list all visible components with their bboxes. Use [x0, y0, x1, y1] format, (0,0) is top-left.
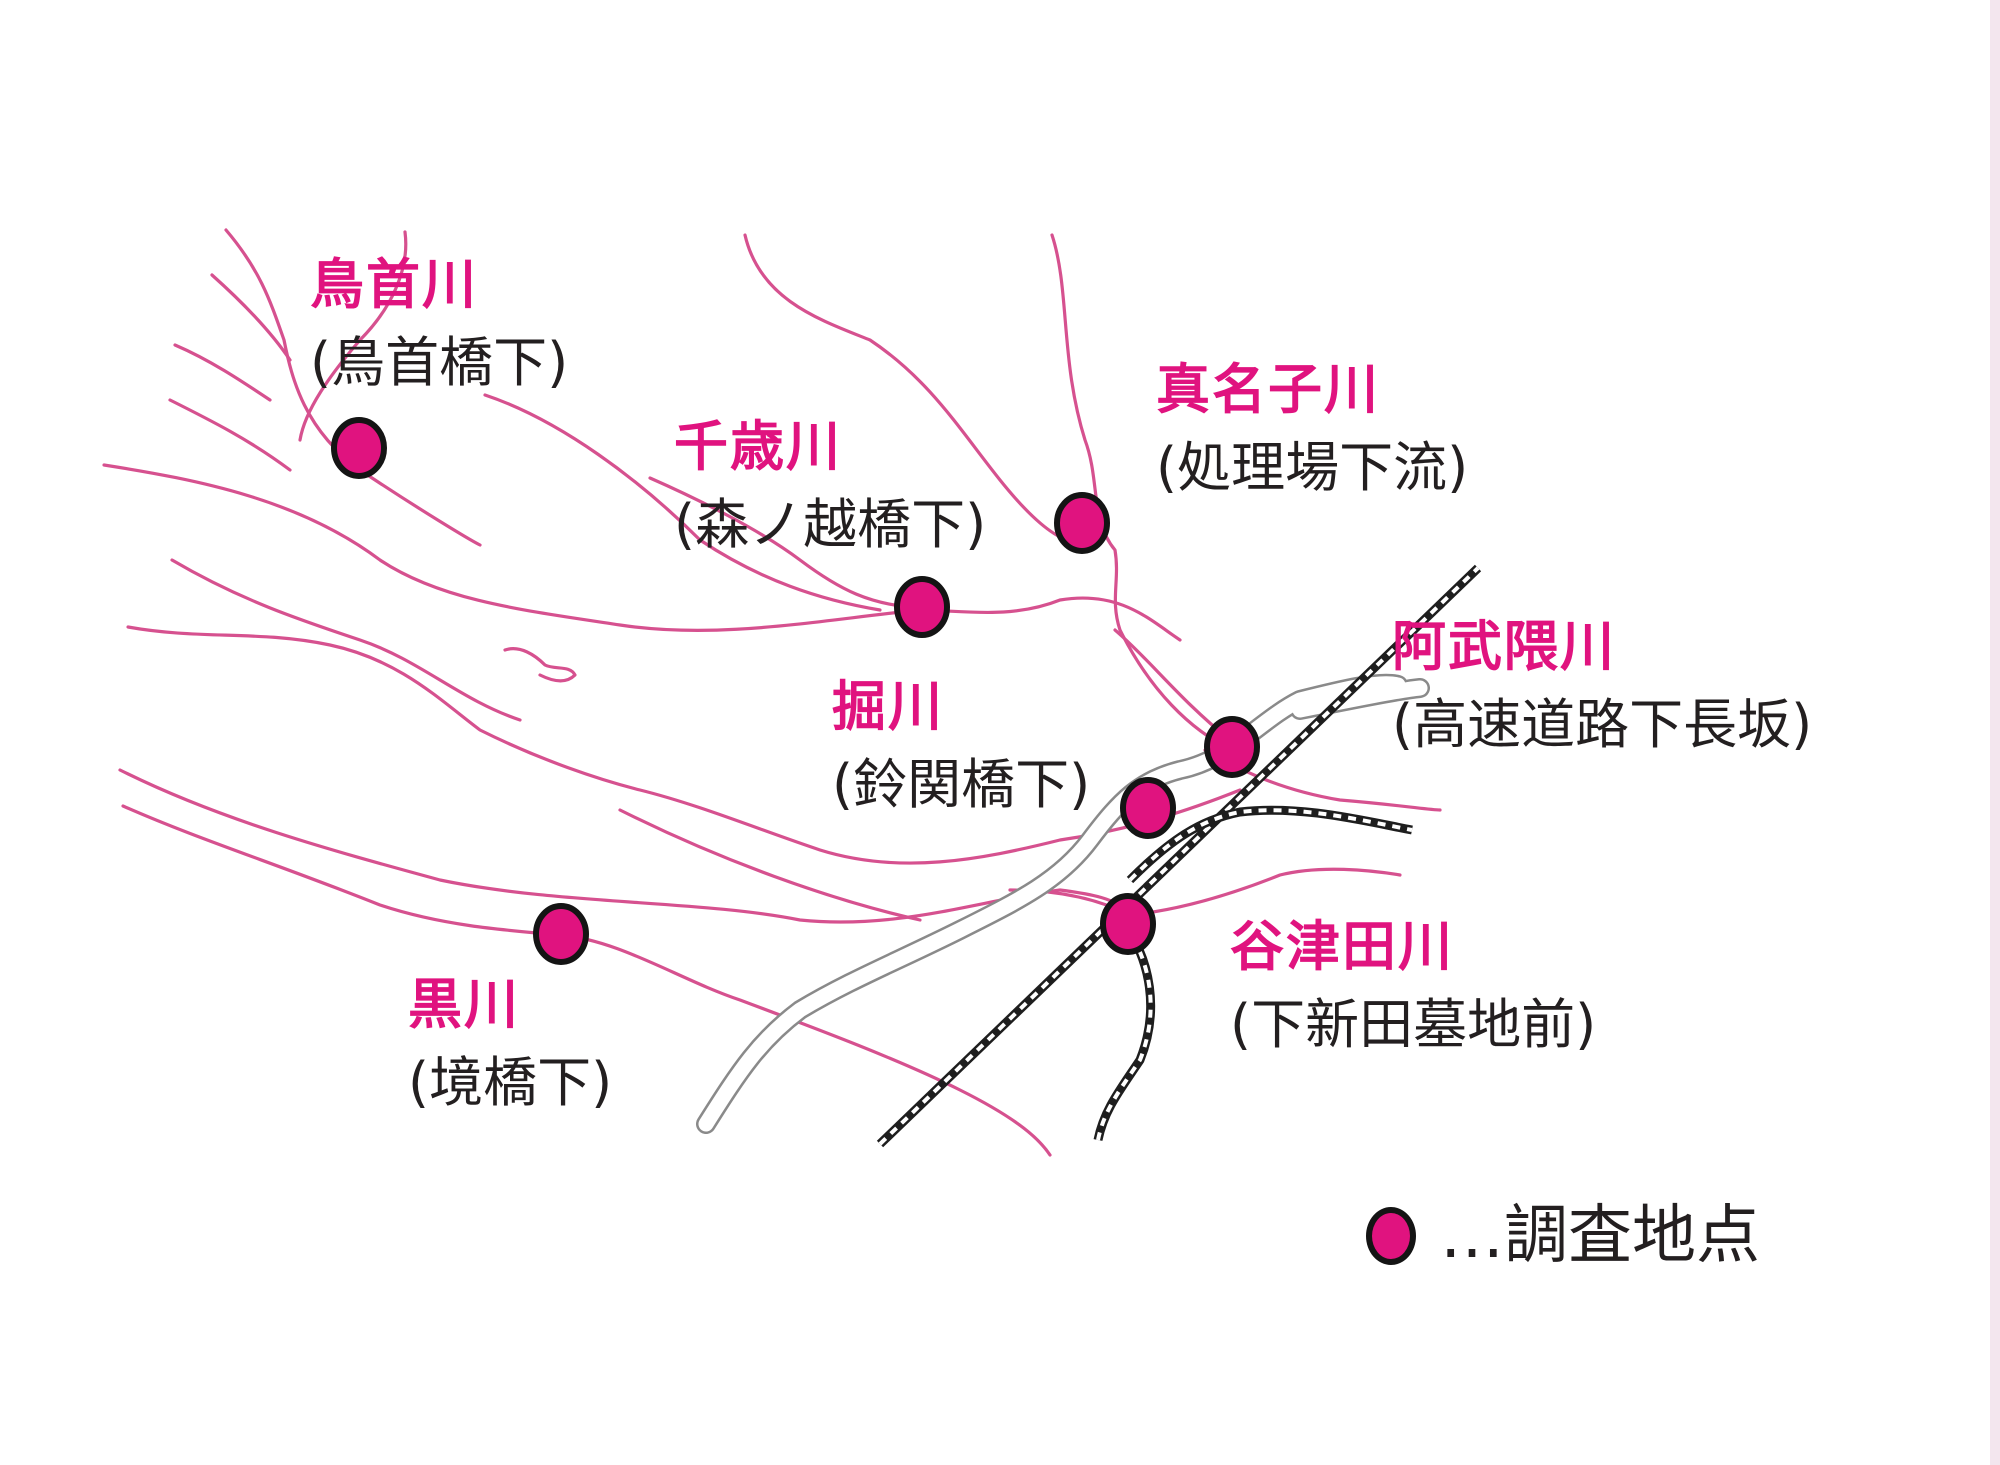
river-name: 千歳川	[674, 415, 842, 478]
location-name: (下新田墓地前)	[1230, 993, 1597, 1056]
survey-point-mananako[interactable]	[1054, 492, 1110, 554]
expressway	[696, 673, 1430, 1134]
river-name: 真名子川	[1156, 358, 1380, 421]
river-line	[173, 343, 272, 402]
survey-point-hori[interactable]	[1120, 777, 1176, 839]
river-line	[126, 625, 1242, 865]
river-name: 黒川	[408, 973, 520, 1036]
river-line	[121, 804, 1052, 1157]
river-line	[648, 476, 922, 610]
river-name: 阿武隈川	[1392, 615, 1616, 678]
river-name: 掘川	[832, 675, 944, 738]
site-label-abukuma: 阿武隈川 (高速道路下長坂)	[1392, 620, 1812, 752]
site-label-hori: 掘川 (鈴関橋下)	[832, 680, 1090, 812]
survey-point-torikubi[interactable]	[331, 417, 387, 479]
survey-point-kuro[interactable]	[533, 903, 589, 965]
river-line	[102, 463, 1182, 642]
location-name: (高速道路下長坂)	[1392, 693, 1813, 756]
site-label-yatsuta: 谷津田川 (下新田墓地前)	[1230, 920, 1596, 1052]
site-label-kuro: 黒川 (境橋下)	[408, 978, 612, 1110]
survey-point-chitose[interactable]	[894, 576, 950, 638]
survey-point-abukuma[interactable]	[1204, 716, 1260, 778]
river-line	[224, 228, 482, 547]
railway-lines	[876, 564, 1482, 1148]
river-line	[1050, 233, 1234, 752]
legend-label: …調査地点	[1440, 1199, 1760, 1273]
river-name: 谷津田川	[1230, 915, 1454, 978]
river-line	[170, 558, 522, 722]
location-name: (鈴関橋下)	[832, 753, 1091, 816]
river-name: 鳥首川	[310, 253, 478, 316]
location-name: (鳥首橋下)	[310, 331, 569, 394]
location-name: (処理場下流)	[1156, 436, 1469, 499]
river-line	[483, 393, 882, 612]
location-name: (森ノ越橋下)	[674, 493, 987, 556]
river-line	[298, 230, 408, 442]
location-name: (境橋下)	[408, 1051, 613, 1114]
river-line	[1113, 628, 1232, 742]
survey-point-legend-icon	[1366, 1207, 1416, 1265]
river-line	[168, 398, 292, 472]
river-line	[210, 273, 292, 362]
survey-point-yatsuta[interactable]	[1100, 893, 1156, 955]
site-label-chitose: 千歳川 (森ノ越橋下)	[674, 420, 986, 552]
site-label-torikubi: 鳥首川 (鳥首橋下)	[310, 258, 568, 390]
river-line	[503, 647, 577, 683]
survey-points	[331, 417, 1260, 965]
river-line	[618, 808, 922, 922]
river-line	[1008, 867, 1402, 917]
site-label-mananako: 真名子川 (処理場下流)	[1156, 363, 1468, 495]
page-edge-strip	[1990, 0, 2000, 1465]
river-line	[743, 233, 1092, 545]
map-legend: …調査地点	[1366, 1204, 1760, 1268]
